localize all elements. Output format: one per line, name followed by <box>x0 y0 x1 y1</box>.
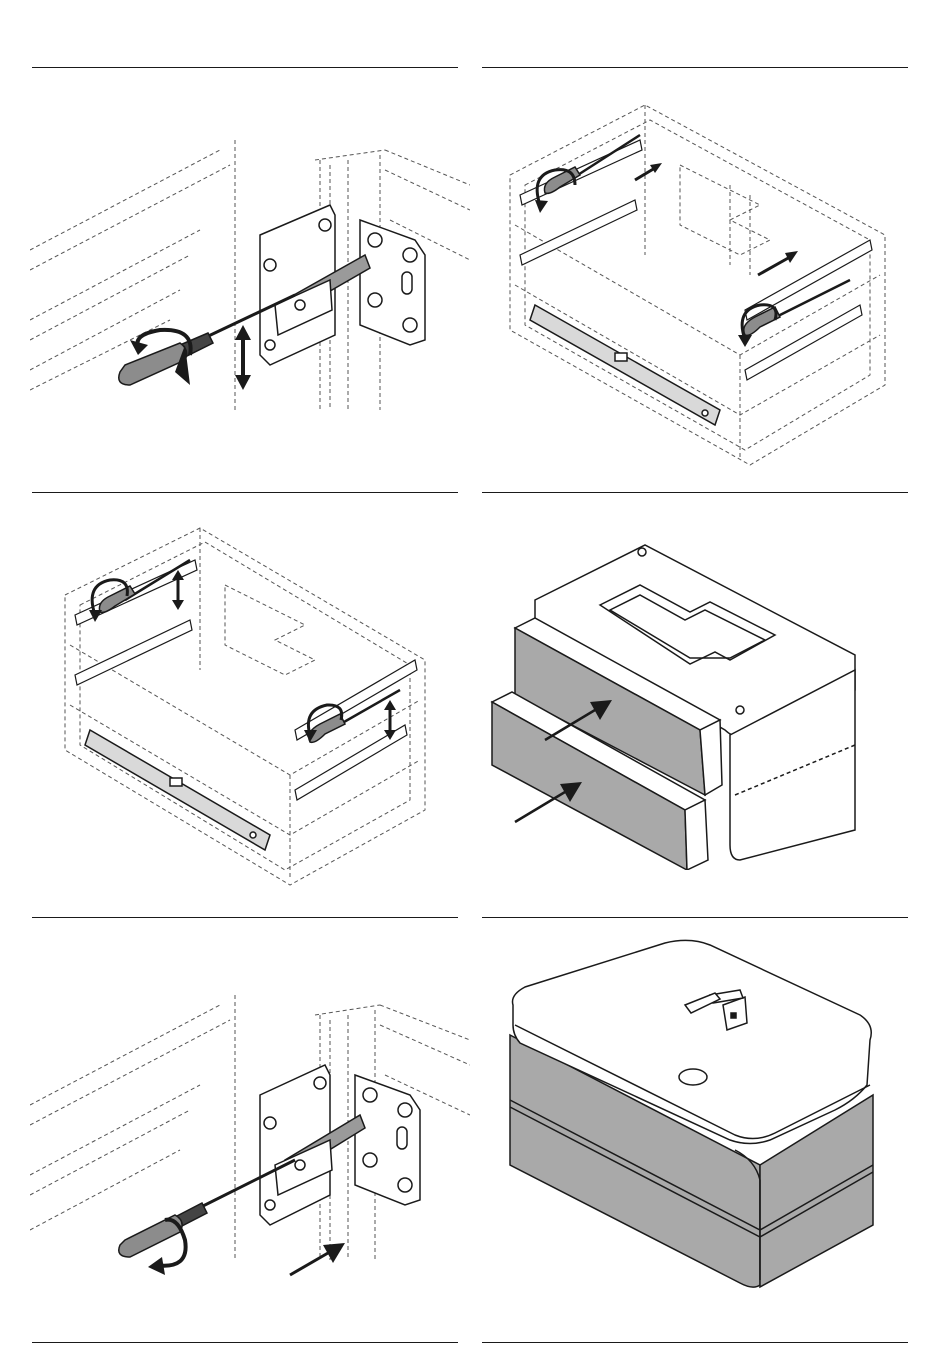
panel-drawer-insert <box>490 540 865 870</box>
panel-finished-cabinet <box>505 935 880 1290</box>
hinge-bracket <box>260 205 425 365</box>
rule-left-2 <box>32 492 458 493</box>
rule-left-4 <box>32 1342 458 1343</box>
spirit-level <box>530 305 720 425</box>
rule-left-3 <box>32 917 458 918</box>
spirit-level <box>85 730 270 850</box>
diagonal-double-arrow-icon <box>635 163 798 275</box>
drain-hole-icon <box>679 1069 707 1085</box>
vertical-double-arrow-icon <box>172 570 396 740</box>
rule-right-2 <box>482 492 908 493</box>
panel-hinge-depth-adjust <box>30 995 470 1285</box>
panel-cabinet-rail-adjust-top <box>500 95 895 480</box>
hinge-bracket <box>260 1065 420 1225</box>
rule-left-1 <box>32 67 458 68</box>
panel-hinge-height-adjust <box>30 140 470 420</box>
rotate-arrow-icon <box>535 170 776 347</box>
rule-right-4 <box>482 1342 908 1343</box>
vertical-double-arrow-icon <box>235 325 251 390</box>
push-arrow-icon <box>290 1243 345 1275</box>
rule-right-3 <box>482 917 908 918</box>
panel-cabinet-rail-adjust-vertical <box>55 520 435 890</box>
rule-right-1 <box>482 67 908 68</box>
